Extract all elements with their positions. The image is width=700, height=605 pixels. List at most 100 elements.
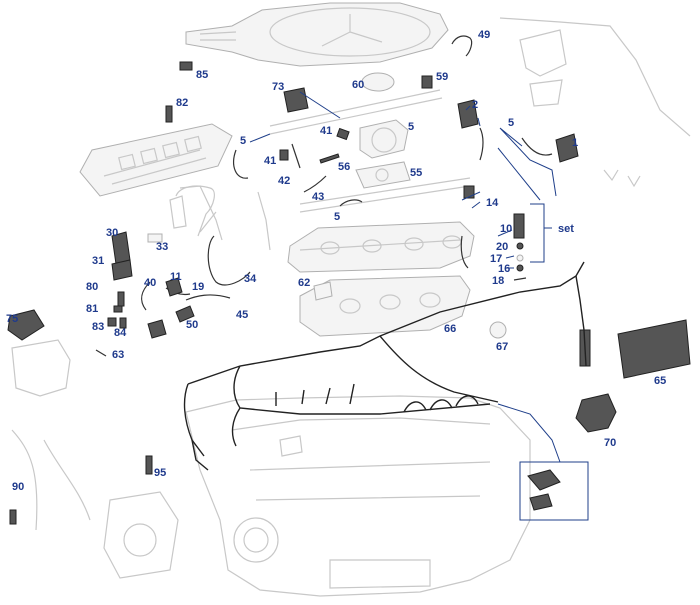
hose-45 <box>185 294 231 301</box>
air-cleaner-housing <box>185 2 449 67</box>
callout-41b: 41 <box>264 155 276 167</box>
fitting-41 <box>336 127 350 141</box>
fuel-rail <box>269 89 443 135</box>
hose-42 <box>291 143 301 169</box>
set-bracket <box>530 203 552 263</box>
detail-box <box>519 461 589 521</box>
callout-20: 20 <box>496 241 508 253</box>
callout-14: 14 <box>486 197 499 209</box>
vacuum-line <box>257 191 271 251</box>
grommet-67 <box>489 321 507 339</box>
sleeve-33 <box>147 233 163 243</box>
oring-17 <box>516 254 524 262</box>
callout-31: 31 <box>92 255 104 267</box>
hose-5-right <box>521 137 553 156</box>
idle-valve-pipe <box>179 185 223 241</box>
callout-84: 84 <box>114 327 127 339</box>
callout-75: 75 <box>6 313 18 325</box>
callout-set: set <box>558 223 574 235</box>
callout-66: 66 <box>444 323 456 335</box>
callout-55: 55 <box>410 167 422 179</box>
callout-49: 49 <box>478 29 490 41</box>
callout-83: 83 <box>92 321 104 333</box>
callout-40: 40 <box>144 277 156 289</box>
hose-5-center <box>479 127 484 161</box>
harness-branches <box>275 383 479 413</box>
callout-1: 1 <box>572 137 578 149</box>
sensor-90 <box>9 509 17 525</box>
distributor-75 <box>7 309 45 341</box>
oring-16 <box>516 264 524 272</box>
callout-62: 62 <box>298 277 310 289</box>
callout-59: 59 <box>436 71 448 83</box>
callout-82: 82 <box>176 97 188 109</box>
valve-body-50 <box>147 319 167 339</box>
bracket-left <box>169 195 187 229</box>
callout-34: 34 <box>244 273 257 285</box>
injector-10 <box>513 213 525 239</box>
callout-56: 56 <box>338 161 350 173</box>
callout-30: 30 <box>106 227 118 239</box>
callout-33: 33 <box>156 241 168 253</box>
sensor-82 <box>165 105 173 123</box>
callout-18: 18 <box>492 275 504 287</box>
wiring-harness <box>183 261 585 457</box>
throttle-body <box>355 119 411 189</box>
pump-70 <box>575 393 617 433</box>
callout-80: 80 <box>86 281 98 293</box>
callout-16: 16 <box>498 263 510 275</box>
callout-5b: 5 <box>408 121 414 133</box>
callout-5d: 5 <box>334 211 340 223</box>
clip-18 <box>513 277 527 281</box>
regulator-1 <box>555 133 579 163</box>
callout-95: 95 <box>154 467 166 479</box>
water-pump <box>103 491 179 579</box>
leader-lines <box>249 91 557 269</box>
hose-49 <box>451 35 473 57</box>
hose-43 <box>303 175 327 193</box>
harness-right <box>575 275 587 367</box>
callout-65: 65 <box>654 375 666 387</box>
callout-81: 81 <box>86 303 98 315</box>
hose-14 <box>460 235 469 269</box>
callout-70: 70 <box>604 437 616 449</box>
hose-left <box>175 185 217 237</box>
callout-45: 45 <box>236 309 248 321</box>
filter-59 <box>421 75 433 89</box>
fitting-41b <box>279 149 289 161</box>
callout-5c: 5 <box>508 117 514 129</box>
bracket-73 <box>283 87 309 113</box>
hose-40 <box>141 281 151 311</box>
callout-73: 73 <box>272 81 284 93</box>
bracket-right <box>519 29 567 77</box>
clip-right <box>603 169 641 188</box>
valve-14 <box>463 185 475 199</box>
callout-42: 42 <box>278 175 290 187</box>
callout-19: 19 <box>192 281 204 293</box>
sensor-84 <box>119 317 127 329</box>
nut-81 <box>113 305 123 313</box>
sensor-83 <box>107 317 117 327</box>
hose-5-left <box>233 149 249 179</box>
callout-2: 2 <box>472 99 478 111</box>
hose-63 <box>95 349 107 357</box>
sensor-95 <box>145 455 153 475</box>
hose-34 <box>207 235 251 286</box>
detail-leader <box>497 403 561 463</box>
callout-43: 43 <box>312 191 324 203</box>
control-unit-65 <box>617 319 691 379</box>
distributor-body <box>11 339 71 397</box>
callout-10: 10 <box>500 223 512 235</box>
harness-left-drop <box>191 439 209 471</box>
bracket-right-2 <box>529 79 563 107</box>
callout-17: 17 <box>490 253 502 265</box>
engine-block <box>185 395 531 597</box>
callout-60: 60 <box>352 79 364 91</box>
valve-cover <box>79 123 233 197</box>
callout-63: 63 <box>112 349 124 361</box>
intake-pipe <box>499 17 691 137</box>
intake-manifold <box>287 221 475 273</box>
clamp-11 <box>165 277 183 297</box>
